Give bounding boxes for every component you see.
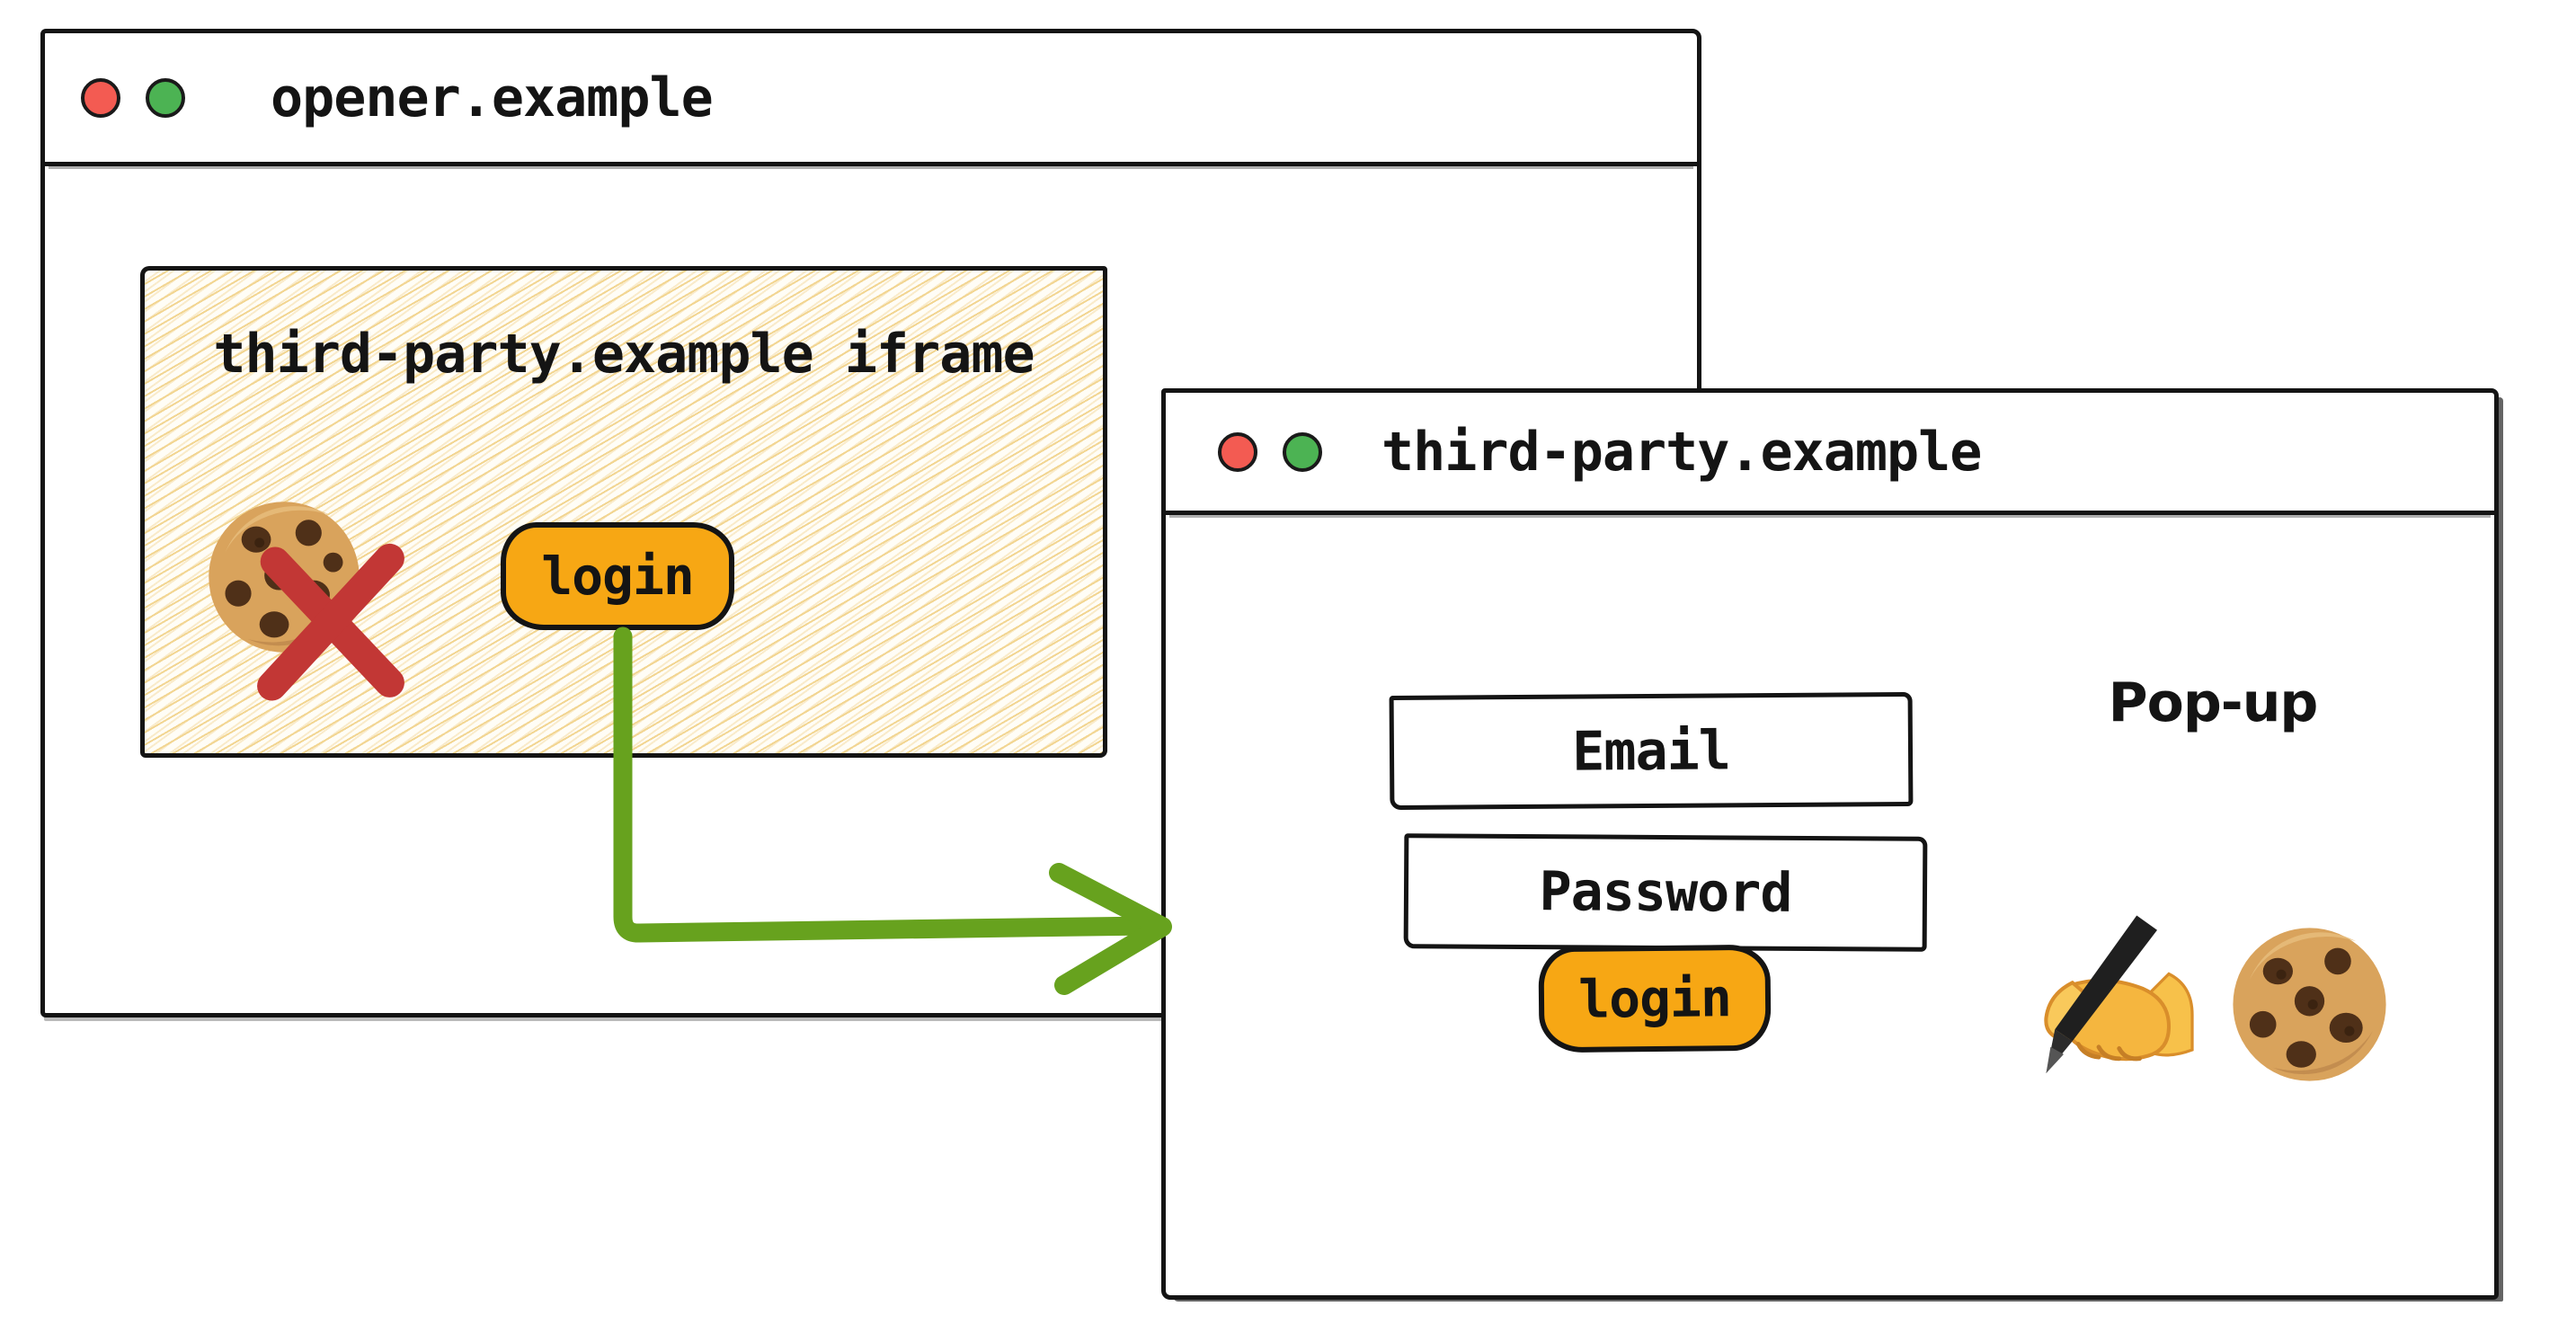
popup-minimize-button[interactable]: [1283, 431, 1322, 472]
third-party-iframe: third-party.example iframe: [140, 266, 1107, 758]
password-input[interactable]: Password: [1403, 833, 1928, 952]
email-input[interactable]: Email: [1389, 691, 1914, 811]
popup-titlebar: third-party.example: [1166, 393, 2494, 515]
blocked-cookie: [202, 490, 427, 715]
login-writing-icons: [2029, 905, 2424, 1121]
writing-hand-icon: [2044, 915, 2194, 1073]
blocked-x-icon: [257, 543, 404, 701]
popup-login-button[interactable]: login: [1538, 944, 1772, 1053]
popup-close-button[interactable]: [1218, 431, 1257, 472]
popup-window-title: third-party.example: [1381, 420, 1982, 484]
popup-annotation: Pop-up: [2108, 671, 2319, 734]
opener-window-title: opener.example: [271, 66, 714, 129]
iframe-label: third-party.example iframe: [213, 323, 1035, 386]
minimize-button[interactable]: [146, 77, 185, 118]
close-button[interactable]: [81, 77, 120, 118]
popup-window: third-party.example Email Password login…: [1161, 388, 2499, 1300]
iframe-login-button[interactable]: login: [501, 522, 734, 630]
opener-titlebar: opener.example: [45, 33, 1697, 166]
cookie-icon: [2233, 928, 2386, 1081]
